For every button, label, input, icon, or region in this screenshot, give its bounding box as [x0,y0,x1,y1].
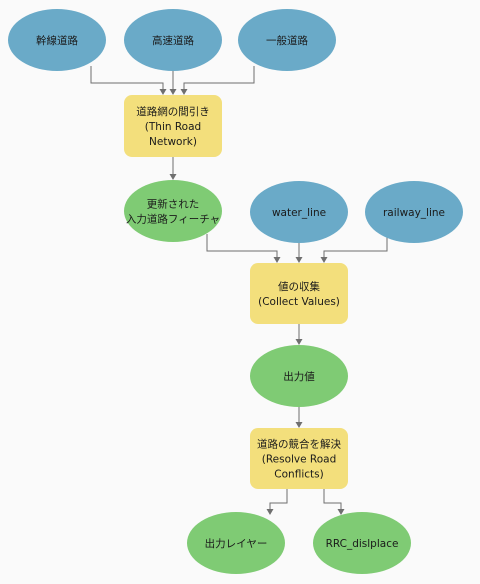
input-node-water[interactable]: water_line [250,181,348,243]
process-box[interactable] [250,263,348,324]
node-label-line: 高速道路 [152,34,194,47]
connector-n_kansen-to-n_thin [90,66,167,95]
input-ellipse[interactable] [8,9,106,71]
input-ellipse[interactable] [365,181,463,243]
connector-n_ippan-to-n_thin [180,66,255,95]
connector-line [183,66,255,89]
arrowhead-icon [295,257,303,263]
output-node-outlayer[interactable]: 出力レイヤー [187,512,285,574]
process-box[interactable] [250,428,348,489]
node-label-line: (Collect Values) [258,296,340,308]
node-label-line: 更新された [147,198,200,211]
input-ellipse[interactable] [124,9,222,71]
connector-line [323,237,388,257]
arrowhead-icon [159,89,167,95]
connector-line [206,234,278,257]
arrowhead-icon [169,89,177,95]
arrowhead-icon [169,174,177,180]
connector-n_outval-to-n_resolve [295,407,303,428]
input-node-kansen[interactable]: 幹線道路 [8,9,106,71]
output-ellipse[interactable] [124,180,222,242]
process-node-collect[interactable]: 値の収集 (Collect Values) [250,263,348,324]
node-label-line: 値の収集 [278,280,320,293]
node-label-line: 一般道路 [266,34,308,47]
connector-n_railway-to-n_collect [320,237,388,263]
input-node-ippan[interactable]: 一般道路 [238,9,336,71]
arrowhead-icon [337,509,345,515]
arrowhead-icon [180,89,188,95]
node-label-line: (Resolve Road [262,454,337,466]
output-ellipse[interactable] [187,512,285,574]
connector-n_kousoku-to-n_thin [169,71,177,95]
arrowhead-icon [320,257,328,263]
connector-line [323,489,342,509]
connector-n_resolve-to-n_rrc [323,489,345,515]
node-label-line: 道路の競合を解決 [257,438,341,451]
connector-n_resolve-to-n_outlayer [266,489,288,515]
output-node-rrc[interactable]: RRC_dislplace [313,512,411,574]
node-label-line: 出力値 [283,370,315,383]
connector-line [90,66,164,89]
input-node-railway[interactable]: railway_line [365,181,463,243]
arrowhead-icon [295,422,303,428]
arrowhead-icon [273,257,281,263]
node-label-line: RRC_dislplace [326,538,399,550]
process-box[interactable] [124,95,222,157]
node-label-line: 入力道路フィーチャ [126,213,220,226]
output-ellipse[interactable] [250,345,348,407]
input-ellipse[interactable] [238,9,336,71]
node-label-line: 出力レイヤー [205,537,268,550]
node-label-line: (Thin Road [145,121,201,133]
output-node-outval[interactable]: 出力値 [250,345,348,407]
input-ellipse[interactable] [250,181,348,243]
arrowhead-icon [295,339,303,345]
output-ellipse[interactable] [313,512,411,574]
arrowhead-icon [266,509,274,515]
node-label-line: Network) [149,136,197,148]
node-label-line: 道路網の間引き [136,105,210,118]
node-label-line: water_line [272,207,326,219]
input-node-kousoku[interactable]: 高速道路 [124,9,222,71]
node-label-line: 幹線道路 [36,34,78,47]
node-label-line: railway_line [383,207,445,219]
node-label-line: Conflicts) [274,469,323,481]
connector-line [269,489,288,509]
connector-n_water-to-n_collect [295,243,303,263]
connector-n_thin-to-n_updated [169,157,177,180]
connector-n_collect-to-n_outval [295,324,303,345]
edges-layer [90,66,388,515]
connector-n_updated-to-n_collect [206,234,281,263]
